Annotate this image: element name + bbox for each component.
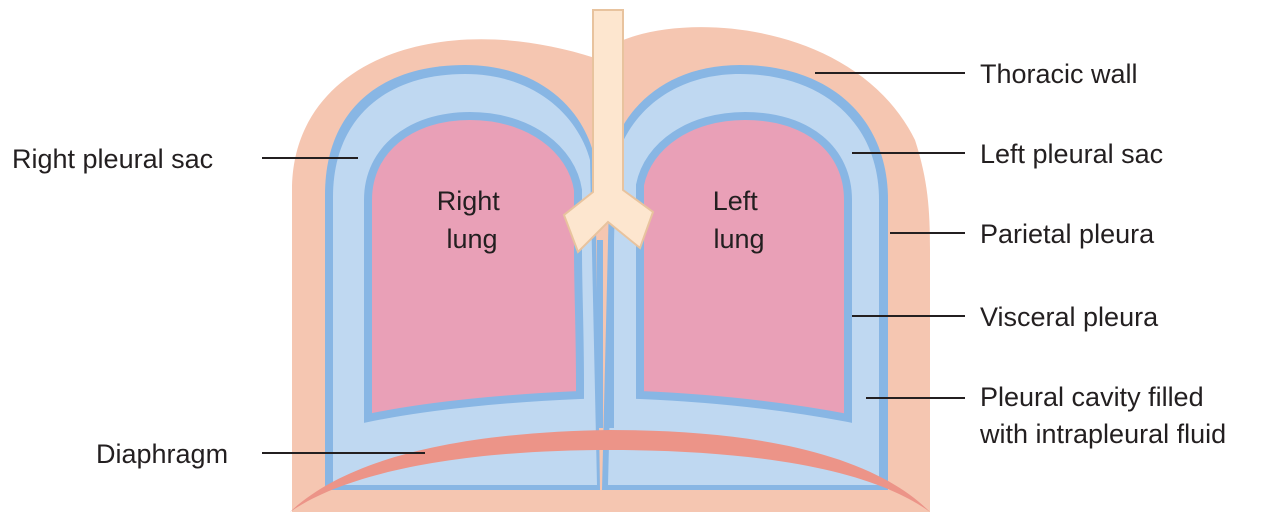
parietal-pleura-label: Parietal pleura [980,219,1155,249]
left-pleural-sac-label: Left pleural sac [980,139,1163,169]
thoracic-wall-label: Thoracic wall [980,59,1138,89]
diaphragm-label: Diaphragm [96,439,228,469]
pleural-cavity-label-line1: Pleural cavity filled [980,382,1204,412]
left-lung-label-line1: Left [713,186,759,216]
right-lung-label-line2: lung [446,224,497,254]
pleural-cavity-label-line2: with intrapleural fluid [979,419,1226,449]
left-lung [640,116,848,418]
right-lung [368,116,580,418]
right-lung-label-line1: Right [437,186,501,216]
right-pleural-sac-label: Right pleural sac [12,144,213,174]
left-lung-label-line2: lung [713,224,764,254]
pleural-cavity-label: Pleural cavity filled with intrapleural … [979,382,1226,449]
visceral-pleura-label: Visceral pleura [980,302,1159,332]
